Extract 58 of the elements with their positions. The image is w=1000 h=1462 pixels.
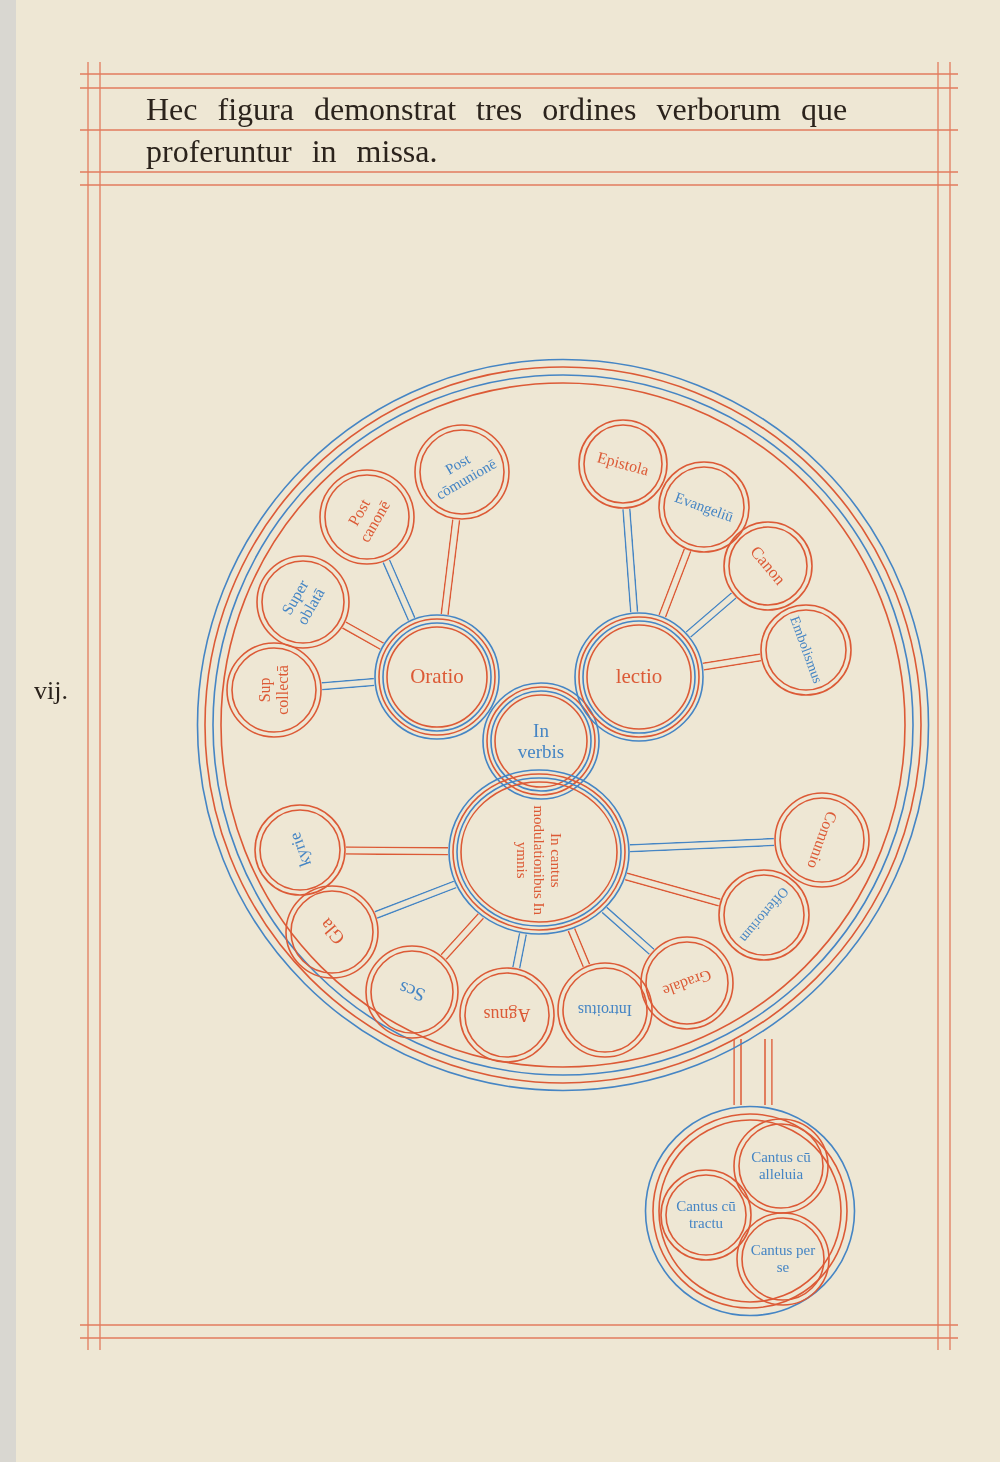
node-label: Cantus cū tractu [675, 1198, 737, 1232]
double-circle [736, 1212, 830, 1306]
double-line-connector [374, 880, 457, 920]
node-label: Oratio [409, 665, 465, 689]
node-label: Cantus per se [749, 1242, 817, 1276]
double-circle [640, 936, 734, 1030]
double-line-connector [658, 548, 692, 618]
double-circle [774, 792, 870, 888]
double-circle [319, 469, 415, 565]
banded-circle [374, 614, 500, 740]
ring-band [644, 1105, 856, 1317]
ring-band [196, 358, 930, 1092]
node-label: Gradale [659, 965, 715, 1003]
node-label: In verbis [516, 719, 566, 763]
double-circle [718, 869, 810, 961]
double-circle [760, 604, 852, 696]
double-circle [256, 555, 350, 649]
double-circle [226, 642, 322, 738]
banded-circle [574, 612, 704, 742]
node-label: Epistola [594, 447, 652, 481]
node-label: kyrie [284, 829, 316, 872]
double-circle [285, 885, 379, 979]
double-circle [578, 419, 668, 509]
double-line-connector [341, 621, 385, 650]
title-text: Hec figura demonstrat tres ordines verborum que proferuntur in missa. [146, 90, 849, 171]
node-label: Agnus [482, 1004, 532, 1026]
double-line-connector [622, 508, 639, 613]
node-label: Scs [394, 976, 429, 1009]
double-circle [658, 461, 750, 553]
double-circle [557, 962, 653, 1058]
double-line-connector [685, 592, 737, 638]
node-label: Gla [314, 913, 350, 952]
node-label: Sup collectā [256, 664, 292, 717]
double-line-connector [702, 653, 762, 671]
double-circle [365, 945, 459, 1039]
double-line-connector [624, 872, 721, 907]
double-circle [723, 521, 813, 611]
margin-note: vij. [34, 676, 68, 706]
node-label: Introitus [576, 1001, 634, 1019]
banded-circle [482, 682, 600, 800]
double-line-connector [601, 906, 655, 956]
double-circle [660, 1169, 752, 1261]
double-line-connector [321, 677, 375, 691]
double-line-connector [440, 913, 485, 961]
double-line-connector [345, 846, 449, 856]
node-label: In cantus modulationibus In ymnis [513, 805, 565, 915]
banded-circle [448, 769, 630, 935]
double-line-connector [440, 519, 461, 615]
double-circle [414, 424, 510, 520]
node-label: Cantus cū alleluia [750, 1149, 812, 1183]
double-line-connector [512, 932, 528, 969]
double-line-connector [733, 1039, 773, 1106]
double-line-connector [629, 837, 775, 853]
double-line-connector [382, 559, 416, 621]
double-line-connector [567, 927, 591, 968]
node-label: lectio [614, 665, 664, 689]
double-circle [254, 804, 346, 896]
double-circle [459, 967, 555, 1063]
